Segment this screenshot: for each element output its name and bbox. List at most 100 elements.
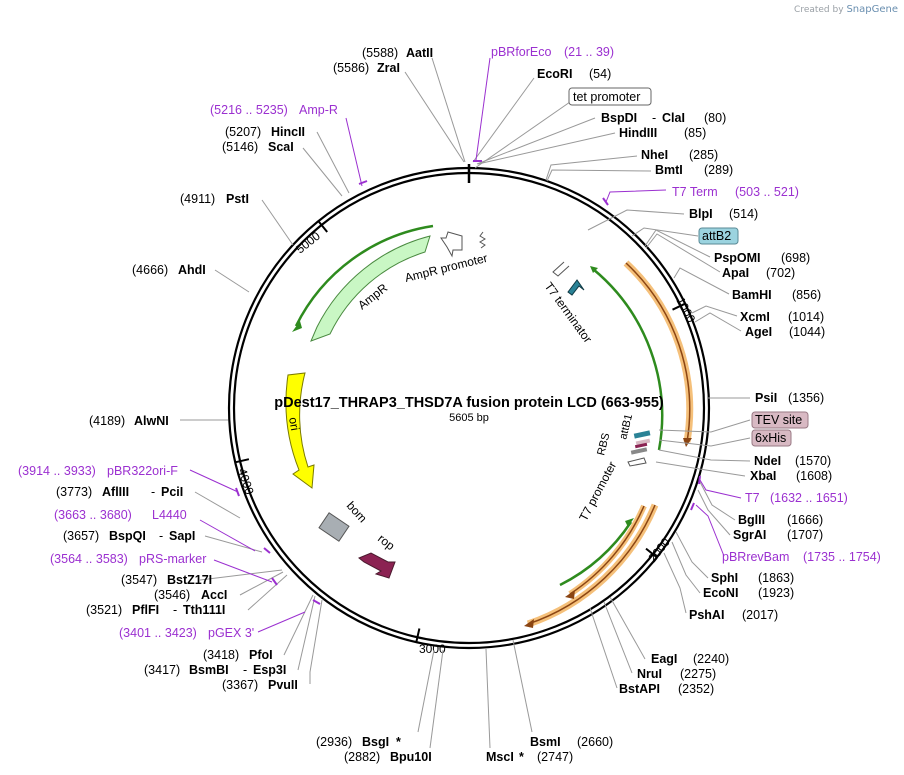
enzyme-pvuii-pos: (3367) [222,678,258,692]
right-orf-orange-arc [625,262,691,443]
t7-promoter-arrow [627,457,647,467]
enzyme-bsmbi-pos: (3417) [144,663,180,677]
right-orf-green-arrowhead [590,266,598,273]
enzyme-pshai-name: PshAI [689,608,724,622]
primer-pbr322orif-line [189,469,239,493]
enzyme-pflfi-name: PflFI [132,603,159,617]
primer-labels: pBRforEco (21 .. 39) T7 Term (503 .. 521… [18,45,881,640]
leader-acci [239,571,284,596]
t7-terminator-arrow [552,261,570,277]
primer-pgex3-name: pGEX 3' [208,626,254,640]
enzyme-sgrai-pos: (1707) [787,528,823,542]
enzyme-afliii-name: AflIII [102,485,129,499]
leader-econi [671,541,701,594]
enzyme-bstz17i-pos: (3547) [121,573,157,587]
tick-mark-3000 [415,628,421,643]
leader-6xhis [658,437,751,447]
enzyme-nhei-pos: (285) [689,148,718,162]
bottom-orf-green-arrowhead [625,518,634,527]
enzyme-esp3i-name: Esp3I [253,663,286,677]
enzyme-clai-name: ClaI [662,111,685,125]
label-leader-lines [180,57,751,749]
6xhis-label: 6xHis [755,431,786,445]
tick-label-1000: 1000 [673,295,698,325]
leader-bsgi [417,649,435,733]
plasmid-features: AmpR AmpR promoter T7 terminator RBS [285,224,694,628]
bottom-orf-orange-arc [527,504,656,625]
bom-feature-box [318,512,350,542]
primer-t7term-mark [602,197,609,206]
enzyme-aatii-pos: (5588) [362,46,398,60]
6xhis-box [751,429,792,447]
enzyme-nhei-name: NheI [641,148,668,162]
bottom-orf-orange-arrowhead [524,619,534,628]
enzyme-zrai-name: ZraI [377,61,400,75]
primer-t7term-line [605,189,667,203]
leader-scai [302,147,343,197]
enzyme-msci-star: * [519,750,524,764]
enzyme-bsmbi-dash: - [243,663,247,677]
primer-prsmarker-mark [271,577,278,586]
enzyme-bamhi-name: BamHI [732,288,772,302]
tick-label-3000: 3000 [419,642,446,656]
rbs-label: RBS [595,432,612,457]
enzyme-ahdi-pos: (4666) [132,263,168,277]
leader-nrui [603,601,633,674]
leader-hincii [316,131,350,194]
bottom-orf-green-arc [559,521,633,587]
primer-pbrforeco-range: (21 .. 39) [564,45,614,59]
enzyme-bmti-pos: (289) [704,163,733,177]
ori-label: ori [286,416,302,432]
enzyme-acci-pos: (3546) [154,588,190,602]
enzyme-msci-pos: (2747) [537,750,573,764]
primer-t7-range: (1632 .. 1651) [770,491,848,505]
leader-pflfi [247,574,288,611]
enzyme-afliii-pos: (3773) [56,485,92,499]
map-center: pDest17_THRAP3_THSD7A fusion protein LCD… [274,395,664,424]
attb2-label: attB2 [702,229,731,243]
leader-agei [694,312,742,332]
enzyme-bsgi-name: BsgI [362,735,389,749]
enzyme-ahdi-name: AhdI [178,263,206,277]
enzyme-ecori-name: EcoRI [537,67,572,81]
enzyme-acci-name: AccI [201,588,227,602]
enzyme-bglii-name: BglII [738,513,765,527]
primer-t7term-name: T7 Term [672,185,718,199]
primer-pbrforeco-line [475,57,491,161]
t7-terminator-label: T7 terminator [542,280,595,346]
leader-bamhi [673,267,730,295]
leader-psti [261,199,294,246]
t7-promoter-label: T7 promoter [576,459,619,523]
ampr-feature-arc [310,235,431,342]
enzyme-pfoi-name: PfoI [249,648,273,662]
leader-bsmi [512,639,533,733]
enzyme-alwni-name: AlwNI [134,414,169,428]
tet-promoter-box [568,87,652,106]
leader-pfoi [283,594,314,656]
primer-pbrrevbam-name: pBRrevBam [722,550,789,564]
tick-label-5000: 5000 [293,229,323,257]
enzyme-psti-pos: (4911) [180,192,215,206]
enzyme-pfoi-pos: (3418) [203,648,239,662]
enzyme-zrai-pos: (5586) [333,61,369,75]
enzyme-bmti-name: BmtI [655,163,683,177]
primer-prsmarker-name: pRS-marker [139,552,206,566]
tick-mark-2000 [645,547,658,559]
leader-hindiii [477,132,616,165]
enzyme-agei-name: AgeI [745,325,772,339]
plasmid-name: pDest17_THRAP3_THSD7A fusion protein LCD… [274,395,664,411]
primer-ampr-name: Amp-R [299,103,338,117]
right-orf-green-arc [592,268,664,451]
leader-xcmi [691,305,738,317]
enzyme-scai-pos: (5146) [222,140,258,154]
enzyme-xcmi-name: XcmI [740,310,770,324]
enzyme-agei-pos: (1044) [789,325,825,339]
leader-bmti [546,169,652,182]
enzyme-bamhi-pos: (856) [792,288,821,302]
ampr-promoter-arrow [440,231,463,258]
enzyme-xcmi-pos: (1014) [788,310,824,324]
ampr-orf-arc [294,224,434,327]
primer-pgex3-line [257,611,306,633]
enzyme-bpu10i-name: Bpu10I [390,750,432,764]
